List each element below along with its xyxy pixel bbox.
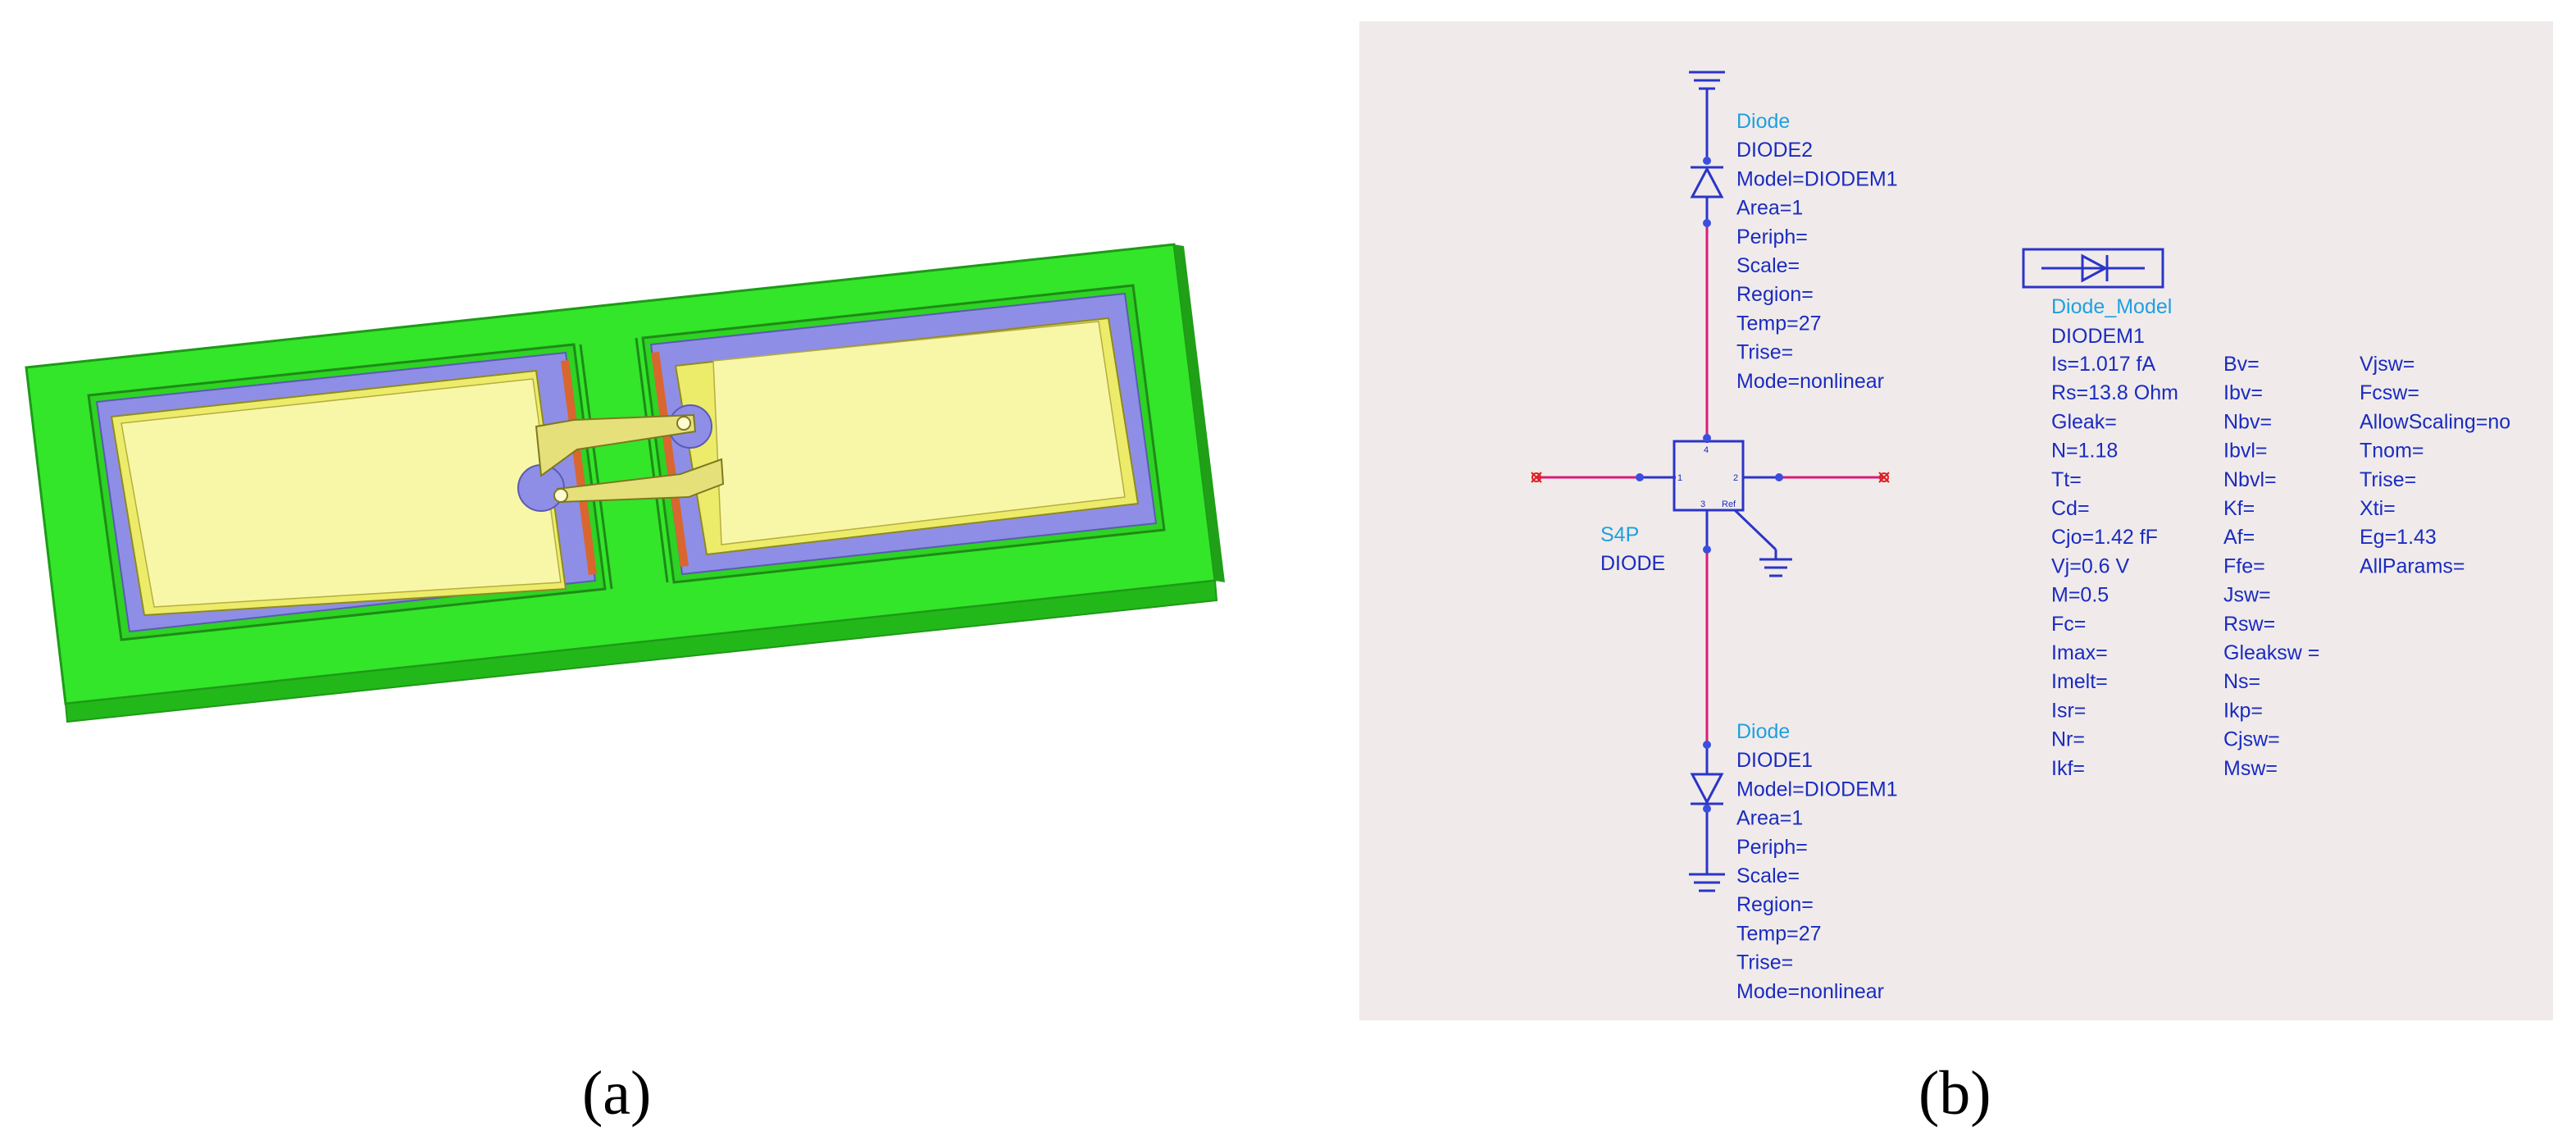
diode2-param-line: Scale=: [1736, 254, 1800, 277]
svg-text:3: 3: [1700, 500, 1705, 509]
model-param-line: Nbv=: [2223, 410, 2272, 433]
svg-text:1: 1: [1677, 473, 1682, 483]
substrate-right: [1174, 244, 1225, 582]
diode-model-col2: Bv= Ibv= Nbv= Ibvl= Nbvl= Kf= Af= Ffe= Jsw= Rsw= G…: [2223, 353, 2319, 780]
left-pad-copper-edge: [561, 360, 597, 575]
diode-chip-3d-model: [25, 243, 1225, 723]
model-param-line: Ikp=: [2223, 699, 2263, 722]
model-param-line: N=1.18: [2051, 440, 2118, 463]
diode1-param-line: Model=DIODEM1: [1736, 778, 1898, 801]
diode1-param-line: Scale=: [1736, 864, 1800, 887]
diode1-param-line: Diode: [1736, 720, 1790, 743]
model-param-line: Cjsw=: [2223, 728, 2280, 751]
model-param-line: Rs=13.8 Ohm: [2051, 381, 2178, 404]
schematic-nodes: [1636, 157, 1783, 813]
diode1-param-line: Area=1: [1736, 807, 1803, 830]
diode2-param-line: Model=DIODEM1: [1736, 167, 1898, 190]
model-param-line: Msw=: [2223, 757, 2278, 780]
diode-model-icon: [2022, 248, 2164, 289]
model-param-line: Ns=: [2223, 670, 2260, 693]
model-param-line: Ffe=: [2223, 554, 2265, 577]
model-param-line: Jsw=: [2223, 584, 2271, 607]
model-param-line: Ikf=: [2051, 757, 2085, 780]
model-title-line: Diode_Model: [2051, 295, 2172, 318]
s4p-label-line: S4P: [1600, 523, 1639, 546]
model-param-line: Nr=: [2051, 728, 2085, 751]
diode1-symbol: [1690, 773, 1724, 805]
diode2-param-line: DIODE2: [1736, 139, 1813, 162]
model-param-line: Imax=: [2051, 641, 2108, 664]
caption-b: (b): [1918, 1059, 1991, 1128]
model-param-line: Fc=: [2051, 613, 2086, 636]
model-param-line: Cjo=1.42 fF: [2051, 526, 2158, 549]
diode2-param-line: Region=: [1736, 283, 1814, 306]
diode1-param-line: Region=: [1736, 893, 1814, 916]
model-param-line: Imelt=: [2051, 670, 2108, 693]
model-param-line: Xti=: [2360, 497, 2396, 520]
left-pad-metal-inner: [121, 378, 562, 608]
schematic-panel: [1359, 21, 2553, 1020]
model-param-line: Is=1.017 fA: [2051, 353, 2155, 376]
model-param-line: Fcsw=: [2360, 381, 2419, 404]
diode1-param-line: Temp=27: [1736, 922, 1822, 945]
model-param-line: Nbvl=: [2223, 468, 2277, 491]
diode1-param-line: DIODE1: [1736, 749, 1813, 772]
model-param-line: Trise=: [2360, 468, 2416, 491]
model-param-line: Ibv=: [2223, 381, 2263, 404]
diode2-param-line: Area=1: [1736, 197, 1803, 220]
svg-text:Ref: Ref: [1722, 500, 1736, 509]
model-param-line: Vjsw=: [2360, 353, 2414, 376]
right-pad-copper-edge: [651, 352, 689, 567]
port-left-marker: [1531, 472, 1541, 482]
port-right-marker: [1879, 472, 1889, 482]
trench-right: [635, 337, 669, 583]
s4p-label-line: DIODE: [1600, 552, 1665, 575]
model-param-line: AllowScaling=no: [2360, 410, 2510, 433]
diode2-param-line: Periph=: [1736, 226, 1808, 249]
diode1-param-line: Mode=nonlinear: [1736, 980, 1884, 1003]
caption-a: (a): [582, 1059, 651, 1128]
model-param-line: Bv=: [2223, 353, 2260, 376]
model-param-line: Tt=: [2051, 468, 2082, 491]
upper-bridge-contact: [676, 416, 691, 431]
lower-bridge-contact: [553, 488, 568, 503]
model-title-line: DIODEM1: [2051, 325, 2145, 348]
model-param-line: Tnom=: [2360, 440, 2424, 463]
substrate-front: [64, 579, 1218, 723]
model-param-line: Af=: [2223, 526, 2255, 549]
s4p-pin-labels: 1 2 3 4 Ref: [1677, 445, 1738, 509]
diode1-param-line: Trise=: [1736, 951, 1793, 974]
model-param-line: Kf=: [2223, 497, 2255, 520]
model-param-line: Rsw=: [2223, 613, 2275, 636]
trench-left: [579, 344, 613, 590]
diode2-param-line: Diode: [1736, 110, 1790, 133]
model-param-line: Ibvl=: [2223, 440, 2268, 463]
model-param-line: Isr=: [2051, 699, 2086, 722]
port-markers: [1531, 472, 1890, 483]
diode2-param-line: Temp=27: [1736, 312, 1822, 335]
diode2-param-line: Trise=: [1736, 341, 1793, 364]
svg-text:2: 2: [1733, 473, 1738, 483]
diode1-param-line: Periph=: [1736, 836, 1808, 859]
model-param-line: M=0.5: [2051, 584, 2109, 607]
upper-air-bridge: [535, 413, 697, 477]
model-param-line: Gleak=: [2051, 410, 2117, 433]
s4p-label: S4P DIODE: [1600, 523, 1665, 575]
model-param-line: Vj=0.6 V: [2051, 554, 2130, 577]
model-param-line: Gleaksw =: [2223, 641, 2319, 664]
model-param-line: Cd=: [2051, 497, 2090, 520]
model-param-line: Eg=1.43: [2360, 526, 2437, 549]
svg-text:4: 4: [1704, 445, 1709, 455]
diode2-param-line: Mode=nonlinear: [1736, 370, 1884, 393]
model-param-line: AllParams=: [2360, 554, 2465, 577]
